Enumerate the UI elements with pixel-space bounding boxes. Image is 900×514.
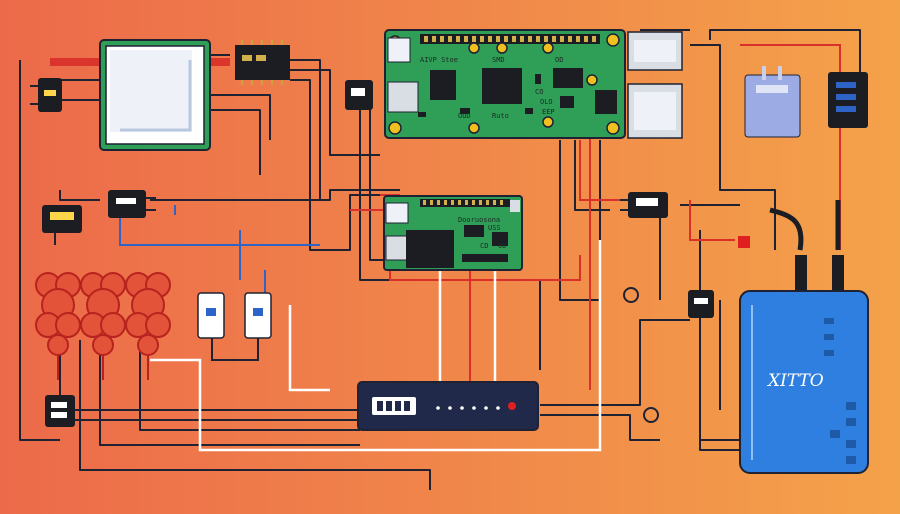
lcd-display-module <box>99 39 211 151</box>
ring-terminals <box>623 287 659 423</box>
flower-2 <box>80 272 126 380</box>
connector-mid-right <box>620 192 668 218</box>
silk-text: Dooruosona <box>458 216 500 224</box>
silk-text: OLO <box>540 98 553 106</box>
silk-text: OD <box>498 242 506 250</box>
flower-sensors <box>35 272 171 380</box>
flower-1 <box>35 272 81 380</box>
network-switch <box>357 381 539 431</box>
red-indicator-square <box>738 236 750 248</box>
silk-text: EEP <box>542 108 555 116</box>
silk-text: OUD <box>458 112 471 120</box>
relay-module-1 <box>197 292 225 339</box>
connector-left-small <box>108 190 156 218</box>
terminal-block-right <box>828 72 868 128</box>
connector-left-mid <box>42 205 82 245</box>
silk-text: CD <box>480 242 488 250</box>
connector-left-top <box>30 78 62 112</box>
silk-text: USS <box>488 224 501 232</box>
usb-hub-device: XITTO <box>739 200 869 474</box>
power-adapter <box>744 66 801 138</box>
silk-text: CO <box>535 88 543 96</box>
main-controller-board: AIVP Stoe SMD OD OUD Ruto CO OLO EEP <box>384 29 626 139</box>
relay-link <box>211 338 259 361</box>
silk-text: SMD <box>492 56 505 64</box>
ic-chip-top <box>235 40 290 85</box>
secondary-board: Dooruosona USS CD OD <box>383 195 523 271</box>
connector-mid-top <box>345 80 373 110</box>
connector-right-small <box>688 290 714 318</box>
silk-text: Ruto <box>492 112 509 120</box>
wires-white <box>150 240 602 452</box>
hub-logo: XITTO <box>766 371 824 391</box>
relay-module-2 <box>244 292 272 339</box>
flower-3 <box>125 272 171 380</box>
silk-text: AIVP Stoe <box>420 56 458 64</box>
connector-left-bottom <box>45 395 75 427</box>
usb-ports <box>627 31 683 139</box>
silk-text: OD <box>555 56 563 64</box>
main-board-silkscreen: AIVP Stoe SMD OD OUD Ruto CO OLO EEP <box>420 56 563 120</box>
